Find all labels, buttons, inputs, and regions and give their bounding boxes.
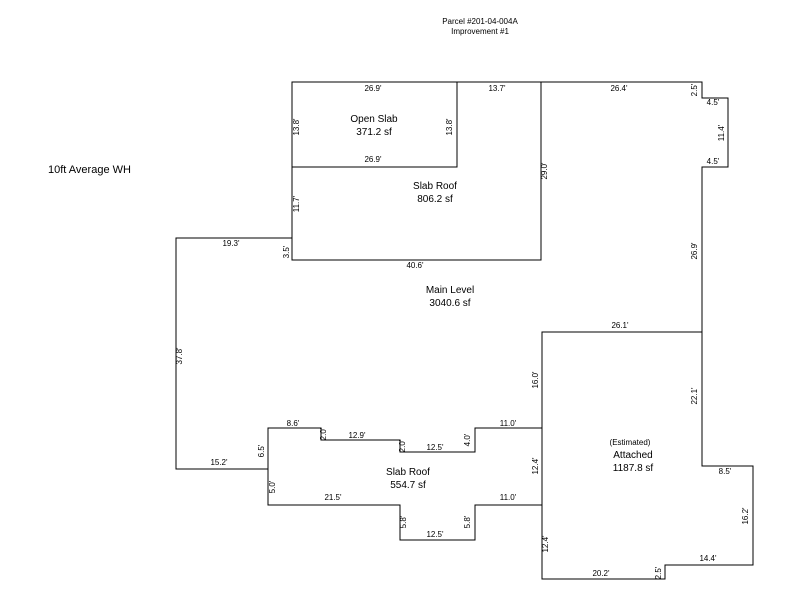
dim-label: 11.4'	[717, 124, 726, 141]
slab-roof-upper-name: Slab Roof	[413, 181, 457, 192]
attached-area: 1187.8 sf	[613, 463, 654, 474]
dim-label: 4.0'	[463, 433, 472, 446]
dim-label: 5.0'	[268, 480, 277, 493]
dim-label: 8.5'	[719, 467, 732, 476]
dim-label: 19.3'	[222, 239, 240, 248]
dim-label: 6.5'	[257, 444, 266, 457]
dim-label: 26.9'	[364, 155, 382, 164]
dim-label: 3.5'	[282, 245, 291, 258]
dim-label: 14.4'	[699, 554, 717, 563]
dim-label: 2.0'	[319, 427, 328, 440]
dim-label: 11.0'	[500, 493, 517, 502]
dim-label: 5.8'	[399, 515, 408, 528]
slab-roof-lower-outline	[267, 427, 542, 469]
dim-label: 40.6'	[406, 261, 424, 270]
main-level-name: Main Level	[426, 285, 474, 296]
slab-roof-lower-area: 554.7 sf	[390, 480, 426, 491]
attached-qualifier: (Estimated)	[610, 438, 651, 447]
dim-label: 11.0'	[500, 419, 517, 428]
dim-label: 11.7'	[292, 195, 301, 212]
slab-roof-lower-name: Slab Roof	[386, 467, 430, 478]
dim-label: 4.5'	[707, 98, 720, 107]
open-slab-area: 371.2 sf	[356, 127, 392, 138]
slab-roof-upper-outline	[291, 82, 542, 261]
dim-label: 21.5'	[324, 493, 342, 502]
dim-label: 37.8'	[175, 347, 184, 365]
attached-outline	[541, 331, 702, 505]
dim-label: 12.4'	[541, 535, 550, 553]
dim-label: 8.6'	[287, 419, 300, 428]
dim-label: 26.9'	[690, 242, 699, 260]
dim-label: 26.4'	[610, 84, 628, 93]
slab-roof-upper-area: 806.2 sf	[417, 194, 453, 205]
dim-label: 2.0'	[398, 439, 407, 452]
main-level-area: 3040.6 sf	[429, 298, 470, 309]
dim-label: 12.9'	[348, 431, 366, 440]
dim-label: 12.5'	[426, 443, 444, 452]
dim-label: 13.7'	[488, 84, 506, 93]
parcel-title: Parcel #201-04-004A	[442, 17, 518, 26]
dim-label: 26.1'	[611, 321, 629, 330]
dim-label: 20.2'	[592, 569, 610, 578]
dim-label: 29.0'	[540, 162, 549, 180]
dim-label: 16.2'	[741, 507, 750, 525]
dim-label: 15.2'	[210, 458, 228, 467]
dim-label: 2.5'	[690, 83, 699, 96]
dim-label: 16.0'	[531, 371, 540, 389]
wall-height-note: 10ft Average WH	[48, 164, 131, 176]
open-slab-name: Open Slab	[350, 114, 398, 125]
dim-label: 13.8'	[445, 118, 454, 136]
dim-label: 12.5'	[426, 530, 444, 539]
building-outline	[175, 81, 754, 580]
dim-label: 13.8'	[292, 118, 301, 136]
dim-label: 4.5'	[707, 157, 720, 166]
attached-name: Attached	[613, 450, 652, 461]
dim-label: 2.5'	[654, 566, 663, 579]
improvement-title: Improvement #1	[451, 27, 509, 36]
open-slab-outline	[292, 81, 458, 168]
dim-label: 22.1'	[690, 387, 699, 405]
dim-label: 5.8'	[463, 515, 472, 528]
dim-label: 12.4'	[531, 457, 540, 475]
dim-label: 26.9'	[364, 84, 382, 93]
